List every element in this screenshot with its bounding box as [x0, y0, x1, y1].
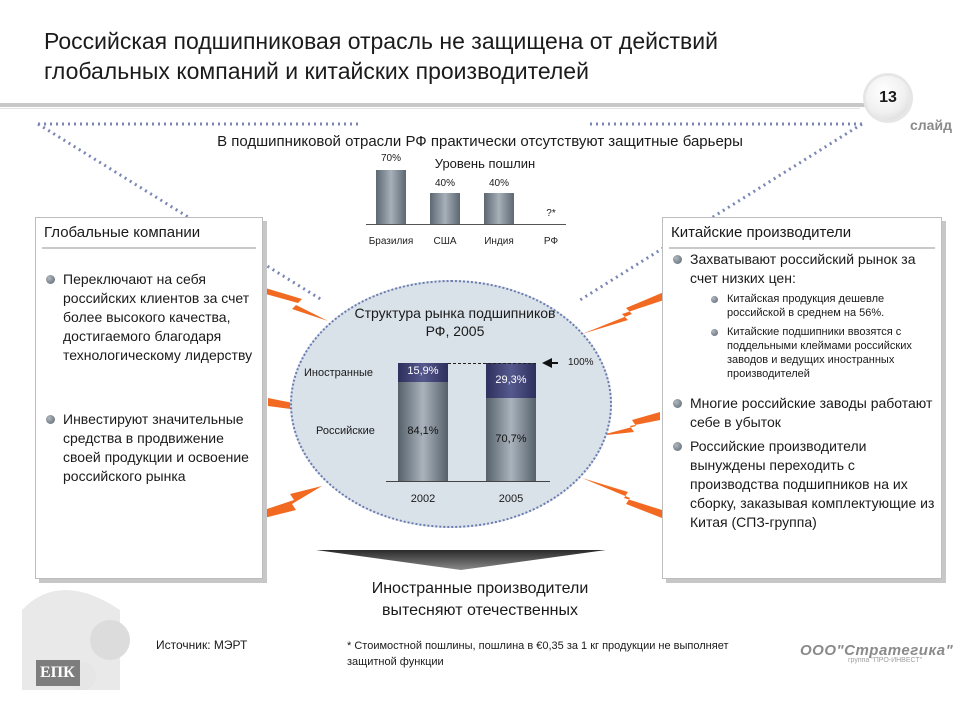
tariff-value-usa: 40%: [434, 178, 455, 189]
global-bullet-2: Инвестируют значительные средства в прод…: [63, 411, 249, 484]
year-2005-label: 2005: [498, 493, 524, 505]
tariff-chart: 70% 40% 40% ?* Бразилия США Индия РФ: [360, 150, 570, 250]
title-line-1: Российская подшипниковая отрасль не защи…: [44, 28, 718, 54]
tariff-value-india: 40%: [488, 178, 509, 189]
tariff-chart-title: Уровень пошлин: [434, 156, 536, 171]
bar-2002-russian-label: 84,1%: [407, 425, 439, 437]
conclusion-text: Иностранные производители вытесняют отеч…: [371, 580, 589, 619]
row-label-russian: Российские: [316, 425, 375, 437]
market-chart: Иностранные Российские 15,9% 84,1% 29,3%…: [300, 355, 600, 515]
bullet-icon: [673, 255, 682, 264]
tariff-value-brazil: 70%: [380, 153, 401, 164]
bullet-icon: [673, 442, 682, 451]
slide-number-badge: 13: [866, 76, 910, 120]
lightning-left-2: [268, 398, 326, 420]
tariff-value-rf: ?*: [546, 208, 556, 219]
bullet-icon: [673, 399, 682, 408]
row-label-foreign: Иностранные: [304, 367, 374, 379]
chinese-sub-bullet-1: Китайская продукция дешевле российской в…: [727, 293, 885, 319]
page-title: Российская подшипниковая отрасль не защи…: [44, 26, 844, 86]
tariff-cat-india: Индия: [484, 236, 514, 247]
brand-logo: ООО"Стратегика": [800, 642, 954, 659]
chinese-producers-heading: Китайские производители: [671, 224, 852, 241]
chinese-bullet-2: Многие российские заводы работают себе в…: [690, 395, 933, 430]
global-companies-panel: Глобальные компании Переключают на себя …: [35, 217, 263, 579]
sub-bullet-icon: [711, 296, 718, 303]
bullet-icon: [46, 275, 55, 284]
title-divider: [0, 103, 870, 107]
bar-2002-foreign-label: 15,9%: [407, 365, 439, 377]
chinese-sub-bullet-2: Китайские подшипники ввозятся с поддельн…: [727, 326, 912, 380]
tariff-bar-brazil: [376, 170, 406, 224]
tariff-cat-usa: США: [433, 236, 457, 247]
global-bullet-1: Переключают на себя российских клиентов …: [63, 271, 253, 363]
market-ellipse: [290, 280, 612, 528]
market-chart-title: Структура рынка подшипников РФ, 2005: [354, 305, 556, 339]
chinese-producers-panel: Китайские производители Захватывают росс…: [662, 217, 942, 579]
total-label: 100%: [568, 357, 594, 368]
lightning-right-2: [598, 412, 660, 436]
title-divider-thin: [0, 108, 860, 109]
bar-2005-foreign: [486, 363, 536, 398]
bar-2002-russian: [398, 382, 448, 481]
chinese-bullet-3: Российские производители вынуждены перех…: [690, 438, 935, 530]
bar-2005-russian-label: 70,7%: [495, 433, 527, 445]
global-companies-heading: Глобальные компании: [44, 224, 201, 241]
sub-bullet-icon: [711, 329, 718, 336]
bar-2002-foreign: [398, 363, 448, 382]
total-arrow-shaft: [550, 362, 558, 364]
lightning-left-1: [262, 287, 328, 321]
tariff-baseline: [366, 224, 566, 225]
lightning-left-3: [264, 486, 322, 518]
footnote: * Стоимостной пошлины, пошлина в €0,35 з…: [347, 640, 729, 668]
total-arrow-icon: [542, 358, 552, 368]
connector-dashed-line: [448, 363, 536, 364]
market-baseline: [386, 481, 550, 482]
title-line-2: глобальных компаний и китайских производ…: [44, 58, 589, 84]
bar-2005-russian: [486, 398, 536, 481]
chinese-bullet-1: Захватывают российский рынок за счет низ…: [690, 251, 916, 286]
lightning-right-3: [582, 478, 662, 518]
tariff-cat-brazil: Бразилия: [368, 236, 414, 247]
company-logo-text: ЕПК: [40, 664, 75, 681]
slide-label: слайд: [910, 117, 952, 133]
down-arrow-icon: [316, 550, 606, 570]
panel-divider: [42, 247, 256, 249]
panel-divider: [669, 247, 935, 249]
barriers-caption: В подшипниковой отрасли РФ практически о…: [217, 133, 743, 150]
lightning-right-1: [582, 292, 664, 334]
bullet-icon: [46, 415, 55, 424]
bar-2005-foreign-label: 29,3%: [495, 374, 527, 386]
tariff-bar-india: [484, 193, 514, 224]
source-note: Источник: МЭРТ: [156, 638, 248, 652]
brand-subtitle: группа "ПРО-ИНВЕСТ": [848, 657, 923, 664]
year-2002-label: 2002: [410, 493, 436, 505]
logo-spheres: [22, 590, 130, 690]
tariff-bar-usa: [430, 193, 460, 224]
tariff-cat-rf: РФ: [543, 236, 559, 247]
